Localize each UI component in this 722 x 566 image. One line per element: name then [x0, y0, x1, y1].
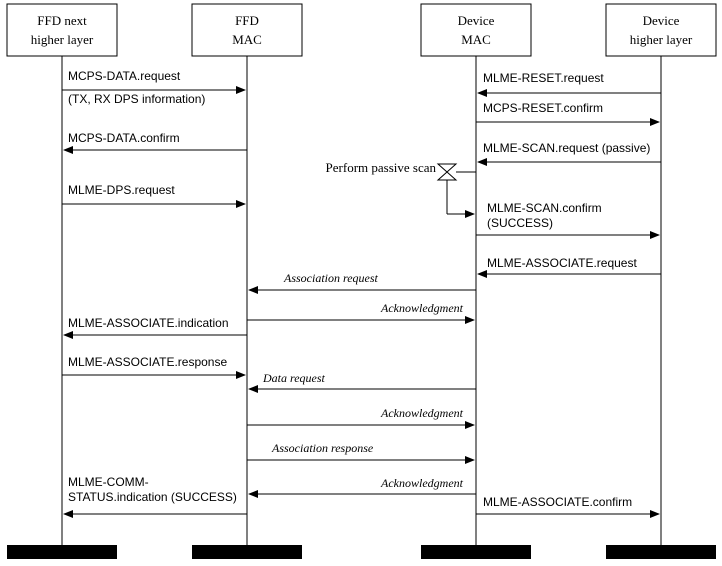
hourglass-timer-icon [436, 163, 476, 218]
label-association-request: Association request [283, 271, 379, 285]
lifeline-end-bar [606, 545, 716, 559]
label-mlme-reset-request: MLME-RESET.request [483, 71, 604, 85]
lifeline-end-bar [192, 545, 302, 559]
lifeline-header-dev-mac: Device MAC [420, 3, 532, 57]
label-mlme-dps-request: MLME-DPS.request [68, 183, 175, 197]
lifeline-title-line2: higher layer [31, 32, 94, 47]
lifeline-header-dev-higher: Device higher layer [605, 3, 717, 57]
label-mcps-reset-confirm: MCPS-RESET.confirm [483, 101, 603, 115]
label-mcps-data-confirm: MCPS-DATA.confirm [68, 131, 180, 145]
lifeline-title-line1: Device [643, 13, 680, 28]
lifeline-title-line2: higher layer [630, 32, 693, 47]
label-mlme-comm-status: MLME-COMM- [68, 475, 149, 489]
lifeline-title-line1: Device [458, 13, 495, 28]
label-association-response: Association response [271, 441, 374, 455]
label-acknowledgment: Acknowledgment [380, 476, 464, 490]
label-mlme-comm-status-indication: STATUS.indication (SUCCESS) [68, 490, 237, 504]
label-mlme-scan-confirm: MLME-SCAN.confirm [487, 201, 602, 215]
lifeline-title-line2: MAC [232, 32, 262, 47]
lifeline-header-ffd-mac: FFD MAC [191, 3, 303, 57]
lifeline-header-ffd-higher: FFD next higher layer [6, 3, 118, 57]
label-acknowledgment: Acknowledgment [380, 406, 464, 420]
label-mlme-associate-response: MLME-ASSOCIATE.response [68, 355, 227, 369]
label-mlme-associate-confirm: MLME-ASSOCIATE.confirm [483, 495, 632, 509]
label-mlme-associate-request: MLME-ASSOCIATE.request [487, 256, 637, 270]
lifeline-end-bar [7, 545, 117, 559]
lifeline-title-line1: FFD [235, 13, 259, 28]
label-perform-passive-scan: Perform passive scan [326, 160, 437, 175]
lifeline-title-line2: MAC [461, 32, 491, 47]
lifeline-end-bar [421, 545, 531, 559]
label-mlme-scan-confirm-status: (SUCCESS) [487, 216, 553, 230]
label-mlme-scan-request: MLME-SCAN.request (passive) [483, 141, 650, 155]
lifeline-title-line1: FFD next [37, 13, 87, 28]
label-mcps-data-request: MCPS-DATA.request [68, 69, 181, 83]
label-data-request: Data request [262, 371, 326, 385]
label-mcps-data-request-params: (TX, RX DPS information) [68, 92, 205, 106]
label-mlme-associate-indication: MLME-ASSOCIATE.indication [68, 316, 229, 330]
label-acknowledgment: Acknowledgment [380, 301, 464, 315]
